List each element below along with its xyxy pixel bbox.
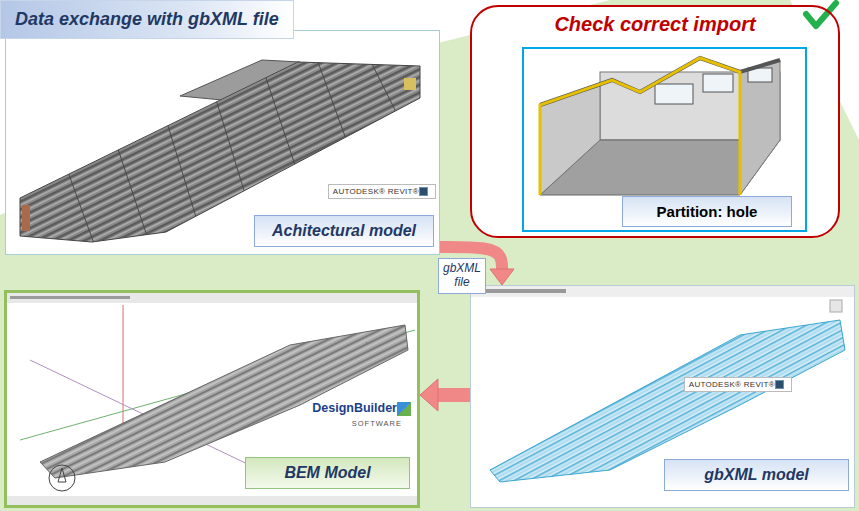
panel-label: Partition: hole — [622, 196, 792, 227]
toolbar — [471, 286, 854, 297]
arrow-shaft — [437, 388, 470, 402]
logo-icon — [775, 380, 784, 389]
bem-screenshot — [7, 293, 417, 505]
software-logo: AUTODESK® REVIT® — [328, 184, 436, 199]
gbxml-building — [490, 320, 845, 482]
facade-detail — [404, 78, 416, 90]
rib — [160, 100, 200, 230]
window — [655, 84, 693, 104]
section-view-box: Partition: hole — [522, 47, 807, 232]
logo-icon — [419, 187, 428, 196]
compass-needle — [58, 468, 66, 482]
panel-label: Achitectural model — [254, 215, 434, 247]
check-callout: Check correct importPartition: hole — [470, 5, 840, 238]
rib — [260, 60, 300, 180]
facade-detail — [22, 205, 30, 231]
toolbar — [7, 496, 417, 505]
window-title-bar — [476, 289, 566, 293]
arrow-head — [420, 379, 438, 411]
rib — [60, 150, 100, 260]
cut-outline — [540, 58, 740, 195]
arrow-head — [490, 269, 514, 285]
panel-ground — [5, 30, 440, 255]
software-logo: DesignBuilder — [310, 400, 416, 417]
block-arrow — [420, 379, 470, 411]
panel-ground — [470, 285, 855, 508]
model-panel: BEM Model — [4, 290, 420, 508]
section-view — [540, 58, 780, 195]
toolbar — [7, 293, 417, 303]
rib — [360, 40, 400, 120]
panel-label: gbXML model — [664, 459, 849, 491]
edge-label: gbXML file — [438, 258, 486, 294]
model-panel: Achitectural model — [5, 30, 440, 255]
software-logo: AUTODESK® REVIT® — [684, 377, 792, 392]
view-cube — [830, 300, 842, 312]
toolbar-tabs — [10, 296, 130, 299]
window — [703, 74, 733, 92]
logo-icon — [397, 402, 411, 416]
model-panel: gbXML model — [470, 285, 855, 508]
panel-ground — [470, 5, 840, 238]
compass — [49, 465, 75, 491]
side-wall — [740, 60, 780, 195]
callout-title: Check correct import — [472, 13, 838, 36]
rib — [210, 80, 250, 210]
panel-label: BEM Model — [245, 457, 410, 489]
diagram-title: Data exchange with gbXML file — [0, 0, 294, 39]
logo-subtitle: SOFTWARE — [352, 419, 402, 428]
rib — [110, 125, 150, 245]
panel-ground — [4, 290, 420, 508]
gbxml-screenshot — [471, 286, 854, 482]
axis-line — [123, 305, 124, 440]
rib — [310, 40, 350, 150]
